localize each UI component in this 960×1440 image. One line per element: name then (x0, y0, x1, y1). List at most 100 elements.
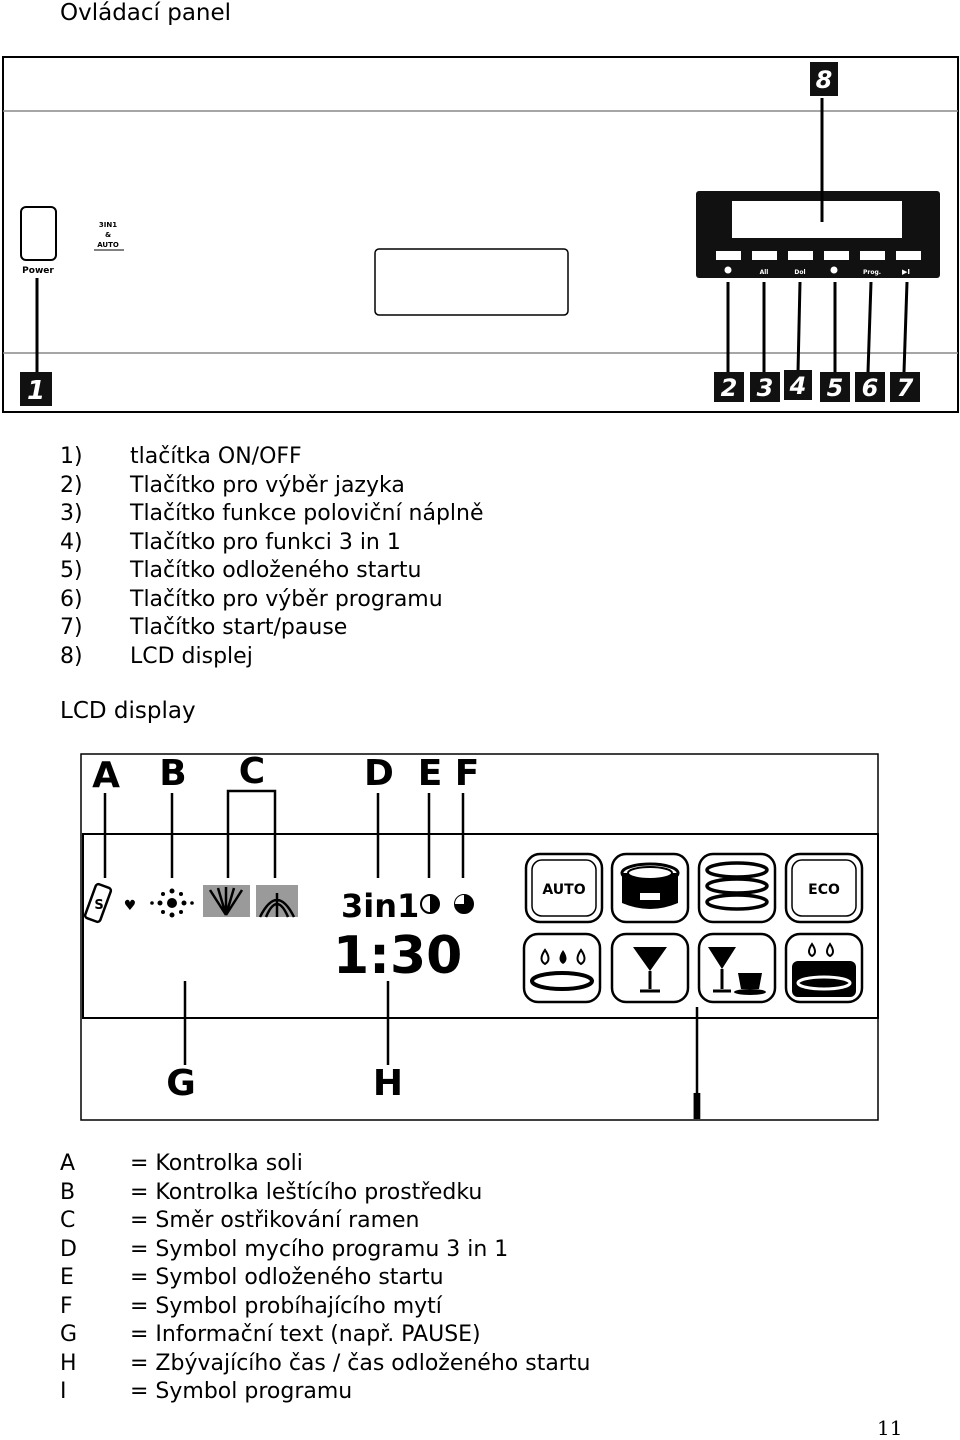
module-button-7 (896, 251, 921, 260)
control-panel-diagram: Power 3IN1 & AUTO All Dol Prog. ▶I 1 2 3… (2, 56, 959, 413)
legend-text: = Směr ostřikování ramen (130, 1208, 420, 1233)
letter-C: C (239, 751, 265, 792)
lcd-legend: A= Kontrolka soli B = Kontrolka leštícího… (60, 1150, 590, 1407)
module-label-start: ▶I (902, 268, 910, 276)
leader-C (226, 789, 277, 878)
module-button-5 (824, 251, 849, 260)
rinse-aid-indicator-icon (150, 888, 194, 918)
lcd-inner-frame (82, 833, 879, 1019)
legend-item: G= Informační text (např. PAUSE) (60, 1321, 590, 1350)
list-item: 7) Tlačítko start/pause (60, 614, 484, 643)
list-item: 4)Tlačítko pro funkci 3 in 1 (60, 529, 484, 558)
legend-key: B (60, 1179, 76, 1205)
svg-text:♥: ♥ (124, 898, 137, 914)
list-item-num: 6) (60, 586, 83, 612)
legend-item: F = Symbol probíhajícího mytí (60, 1293, 590, 1322)
power-label: Power (22, 266, 54, 276)
program-soak-icon (784, 932, 864, 1004)
legend-text: = Kontrolka soli (130, 1151, 303, 1176)
program-eco-icon: ECO (784, 852, 864, 924)
badge-6: 6 (862, 374, 879, 402)
module-button-4 (788, 251, 813, 260)
list-item-num: 2) (60, 472, 83, 498)
module-label-all: All (760, 269, 769, 276)
letter-H: H (373, 1063, 403, 1104)
badge-bg-2 (714, 372, 744, 402)
legend-text: = Symbol programu (130, 1379, 353, 1404)
badge-8: 8 (816, 66, 833, 94)
letter-D: D (364, 753, 394, 794)
list-item-text: tlačítka ON/OFF (130, 444, 302, 469)
legend-text: = Symbol probíhajícího mytí (130, 1293, 442, 1319)
list-item-text: Tlačítko funkce poloviční náplně (130, 501, 484, 526)
panel-frame (2, 56, 959, 413)
letter-A: A (92, 755, 120, 796)
legend-text: = Zbývajícího čas / čas odloženého start… (130, 1350, 591, 1376)
power-button (20, 206, 57, 261)
program-normal-icon (697, 852, 777, 924)
legend-key: H (60, 1350, 77, 1376)
door-handle (374, 248, 569, 316)
list-item: 1)tlačítka ON/OFF (60, 443, 484, 472)
list-item-num: 8) (60, 643, 83, 669)
badge-1: 1 (27, 376, 45, 406)
letter-E: E (418, 753, 443, 794)
legend-text: = Symbol mycího programu 3 in 1 (130, 1236, 509, 1262)
legend-text: = Kontrolka leštícího prostředku (130, 1179, 483, 1205)
program-glass-icon (610, 932, 690, 1004)
list-item-num: 7) (60, 615, 83, 640)
list-item-text: Tlačítko odloženého startu (130, 558, 422, 583)
letter-B: B (159, 753, 186, 794)
controls-list: 1)tlačítka ON/OFF 2) Tlačítko pro výběr j… (60, 443, 484, 671)
legend-text: = Symbol odloženého startu (130, 1265, 444, 1290)
program-auto-icon: AUTO (524, 852, 604, 924)
legend-key: C (60, 1208, 76, 1233)
leader-line-4 (796, 281, 802, 373)
badge-bg-8 (810, 62, 838, 96)
program-glass-cup-icon (697, 932, 777, 1004)
badge-bg-4 (784, 370, 812, 400)
svg-text:S: S (94, 898, 103, 913)
letter-G: G (166, 1063, 196, 1104)
page-title: Ovládací panel (60, 0, 232, 26)
list-item-num: 3) (60, 501, 83, 526)
list-item-text: Tlačítko pro funkci 3 in 1 (130, 529, 401, 555)
list-item: 2) Tlačítko pro výběr jazyka (60, 472, 484, 501)
lcd-3in1-symbol: 3in1 (341, 887, 419, 925)
program-symbols: AUTO ECO (522, 852, 864, 1004)
list-item-text: Tlačítko start/pause (130, 615, 348, 640)
page-number: 11 (877, 1416, 903, 1440)
badge-bg-7 (890, 372, 920, 402)
badge-2: 2 (721, 374, 738, 402)
badge-5: 5 (827, 374, 844, 402)
spray-arm-upper-icon (256, 885, 298, 918)
salt-indicator-icon: S ♥ (83, 882, 137, 924)
list-item-text: Tlačítko pro výběr jazyka (130, 472, 405, 498)
badge-3: 3 (757, 374, 774, 402)
lcd-diagram: A B C D E F S ♥ 3in1 1:30 (80, 751, 879, 1128)
module-button-2 (716, 251, 741, 260)
module-label-dol: Dol (794, 269, 805, 276)
program-intensive-icon (610, 852, 690, 924)
letter-F: F (455, 753, 480, 794)
legend-key: E (60, 1265, 74, 1290)
letter-I: I (690, 1087, 703, 1128)
lcd-time: 1:30 (333, 926, 462, 986)
legend-item: A= Kontrolka soli (60, 1150, 590, 1179)
badge-7: 7 (897, 374, 914, 402)
legend-item: B = Kontrolka leštícího prostředku (60, 1179, 590, 1208)
legend-key: F (60, 1293, 73, 1319)
list-item: 6) Tlačítko pro výběr programu (60, 586, 484, 615)
module-buttons (716, 251, 921, 260)
program-eco-label: ECO (808, 882, 840, 898)
badge-bg-1 (20, 372, 52, 406)
list-item: 3) Tlačítko funkce poloviční náplně (60, 500, 484, 529)
list-item-text: Tlačítko pro výběr programu (130, 586, 443, 612)
module-label-prog: Prog. (863, 269, 881, 276)
legend-item: I= Symbol programu (60, 1378, 590, 1407)
legend-item: C = Směr ostřikování ramen (60, 1207, 590, 1236)
legend-item: E = Symbol odloženého startu (60, 1264, 590, 1293)
label-auto: AUTO (97, 241, 119, 249)
list-item: 8)LCD displej (60, 643, 484, 672)
module-button-6 (860, 251, 885, 260)
